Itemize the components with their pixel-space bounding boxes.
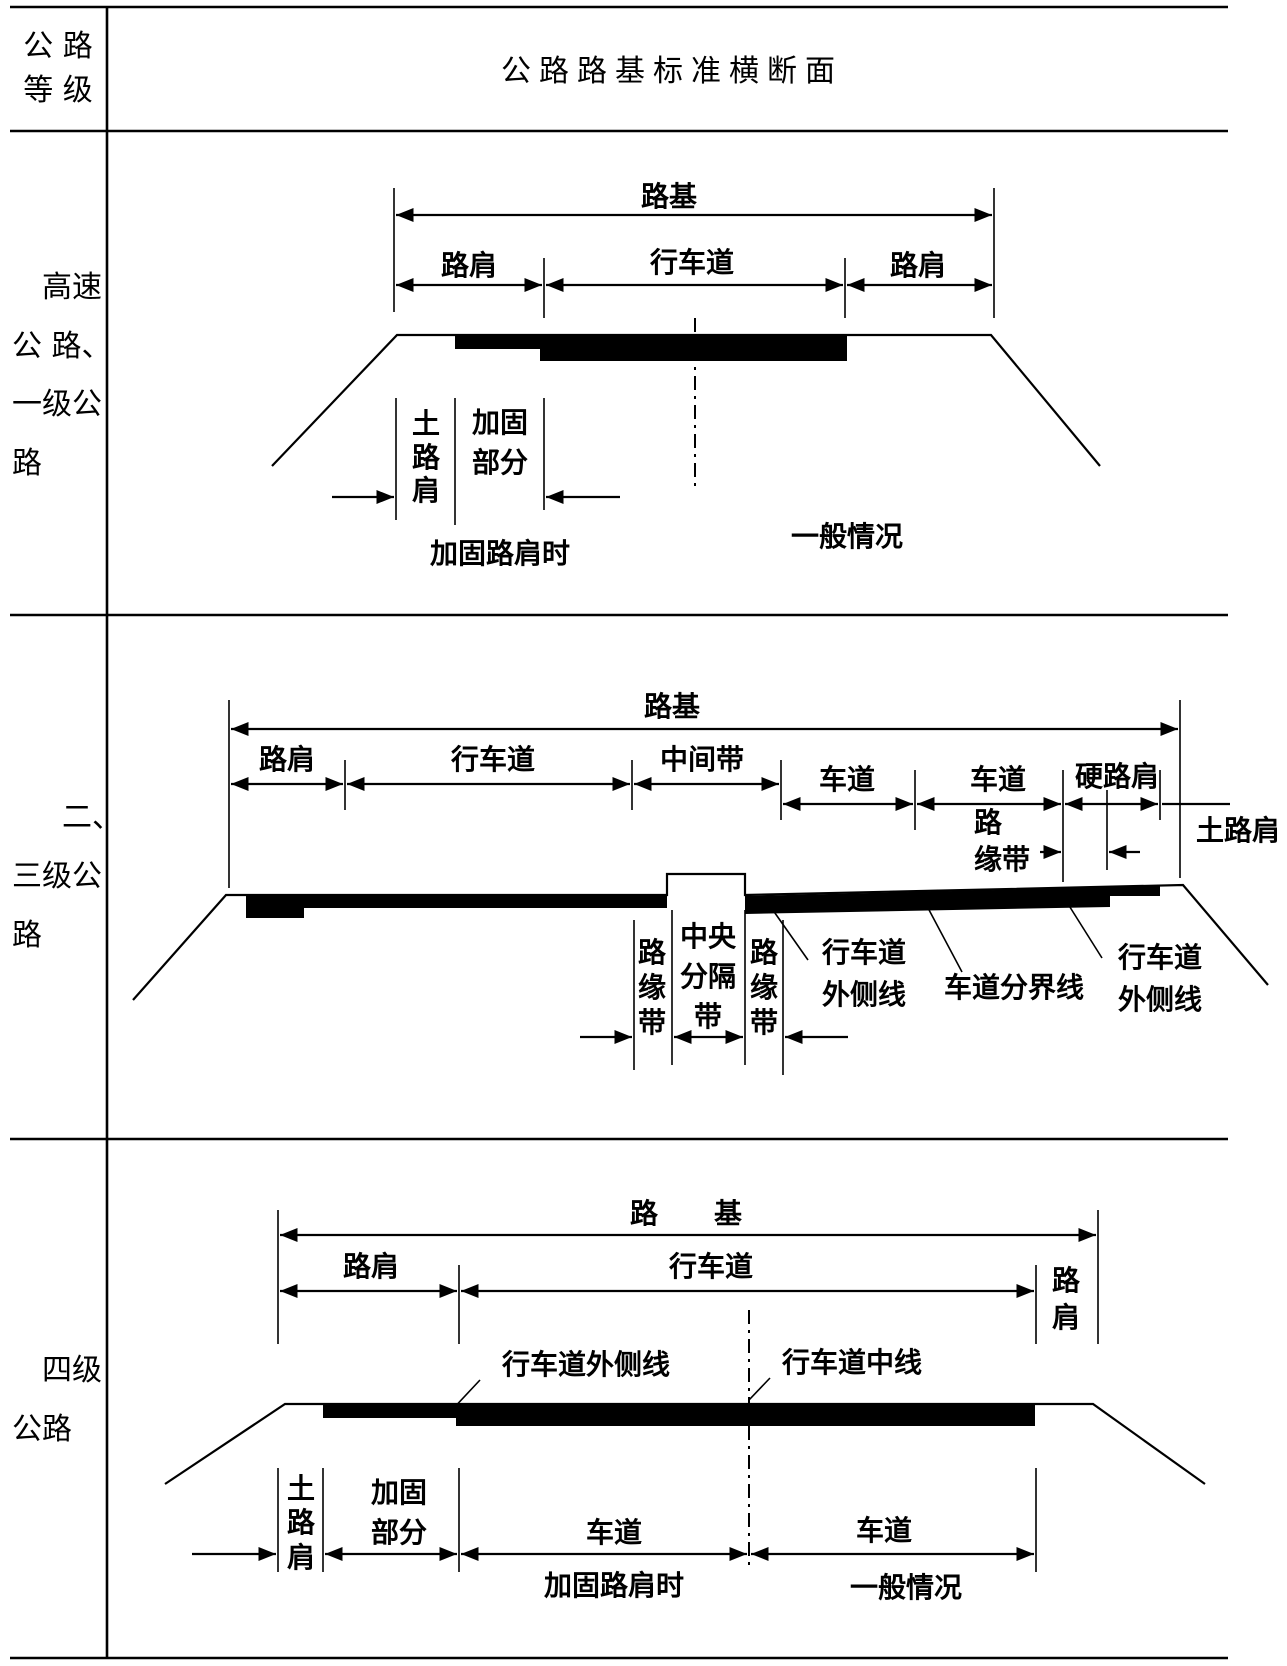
carriageway-layer — [540, 336, 847, 361]
label-lane-1: 车道 — [819, 763, 875, 796]
row-label-grade23: 二、 三级公 路 — [12, 800, 122, 953]
label-general-case: 一般情况 — [850, 1571, 962, 1604]
label-subgrade: 路基 — [641, 180, 697, 213]
diagram-label: 一级公 — [12, 387, 102, 422]
label-central-divider-3: 带 — [694, 1000, 722, 1033]
label-outer-line-2b: 外侧线 — [1118, 983, 1202, 1016]
label-edge-strip-left-1: 路 — [638, 936, 667, 969]
leader-center-line — [748, 1377, 771, 1401]
subgrade-outline — [132, 872, 1269, 1001]
diagram-label: 四级 — [42, 1353, 102, 1388]
label-median-strip: 中间带 — [660, 743, 744, 776]
label-edge-strip-right-1: 路 — [974, 806, 1003, 839]
diagram-label: 高速 — [42, 270, 102, 305]
label-reinforced-case: 加固路肩时 — [430, 537, 570, 570]
leader-lane-divider — [927, 907, 963, 973]
label-soil-shoulder-2: 路 — [287, 1506, 316, 1539]
label-soil-shoulder-3: 肩 — [287, 1541, 315, 1574]
label-outer-line-2a: 行车道 — [1117, 941, 1202, 974]
label-shoulder-right-2: 肩 — [1052, 1301, 1080, 1334]
label-hard-shoulder: 硬路肩 — [1075, 760, 1159, 793]
label-soil-shoulder: 土路肩 — [1196, 814, 1280, 847]
label-general-case: 一般情况 — [791, 520, 903, 553]
label-reinforced-2: 部分 — [371, 1516, 427, 1549]
leader-outer-line-1 — [769, 905, 809, 961]
label-subgrade: 路基 — [644, 690, 700, 723]
label-soil-shoulder-1: 土 — [287, 1472, 315, 1505]
leader-outer-line — [449, 1379, 481, 1413]
label-soil-shoulder-1: 土 — [412, 407, 440, 440]
label-shoulder-left: 路肩 — [343, 1250, 399, 1283]
label-reinforced-1: 加固 — [472, 406, 528, 439]
label-shoulder-left: 路肩 — [441, 249, 497, 282]
label-shoulder: 路肩 — [259, 743, 315, 776]
diagram-label: 路 — [12, 918, 42, 953]
label-edge-strip-left-3: 带 — [638, 1006, 666, 1039]
label-edge-strip-right-2: 缘带 — [974, 843, 1030, 876]
label-edge-strip-mid-2: 缘 — [750, 971, 778, 1004]
diagram-grade23: 路基 路肩 行车道 中间带 车道 车道 硬路肩 土路肩 路 缘带 路 缘 带 中… — [132, 690, 1280, 1075]
row-label-grade4: 四级 公路 — [12, 1353, 102, 1447]
label-carriageway: 行车道 — [450, 743, 535, 776]
diagram-grade4: 路 基 路肩 行车道 路 肩 行车道外侧线 行车道中线 土 路 肩 加固 部分 … — [164, 1197, 1206, 1604]
label-outer-line-1b: 外侧线 — [822, 978, 906, 1011]
label-central-divider-2: 分隔 — [680, 960, 736, 993]
label-outer-line-1a: 行车道 — [821, 936, 906, 969]
label-central-divider-1: 中央 — [680, 920, 737, 953]
pavement-left — [246, 896, 667, 918]
leader-outer-line-2 — [1067, 903, 1103, 959]
label-reinforced-2: 部分 — [472, 446, 528, 479]
label-lane-divider-line: 车道分界线 — [944, 971, 1084, 1004]
label-carriageway: 行车道 — [649, 246, 734, 279]
label-soil-shoulder-3: 肩 — [412, 474, 440, 507]
diagram-label: 路 — [12, 446, 42, 481]
label-lane-right: 车道 — [856, 1514, 912, 1547]
label-edge-strip-left-2: 缘 — [638, 971, 666, 1004]
label-lane-2: 车道 — [970, 763, 1026, 796]
diagram-label: 公 路、 — [12, 329, 112, 364]
label-lane-left: 车道 — [586, 1516, 642, 1549]
diagram-label: 三级公 — [12, 859, 102, 894]
label-shoulder-right-1: 路 — [1052, 1264, 1081, 1297]
label-carriageway: 行车道 — [668, 1250, 753, 1283]
diagram-expressway: 路基 路肩 行车道 路肩 土 路 肩 加固 部分 加固路肩时 一般情况 — [271, 180, 1101, 570]
table-frame — [10, 5, 1228, 1660]
section-header: 公路路基标准横断面 — [501, 54, 843, 89]
label-subgrade: 路 基 — [630, 1197, 742, 1230]
label-edge-strip-mid-1: 路 — [750, 936, 779, 969]
row-label-expressway: 高速 公 路、 一级公 路 — [12, 270, 112, 481]
table-header: 公 路 等 级 公路路基标准横断面 — [23, 29, 843, 108]
label-soil-shoulder-2: 路 — [412, 441, 441, 474]
label-reinforced-1: 加固 — [371, 1476, 427, 1509]
carriageway-layer — [456, 1405, 1035, 1426]
label-outer-line: 行车道外侧线 — [501, 1348, 670, 1381]
diagram-label: 二、 — [62, 800, 122, 835]
pavement-right — [745, 886, 1160, 914]
diagram-label: 公路 — [12, 1412, 72, 1447]
label-reinforced-case: 加固路肩时 — [544, 1569, 684, 1602]
label-edge-strip-mid-3: 带 — [750, 1006, 778, 1039]
label-shoulder-right: 路肩 — [890, 249, 946, 282]
subgrade-outline — [164, 1402, 1206, 1485]
grade-header-line2: 等 级 — [23, 73, 93, 108]
grade-header-line1: 公 路 — [23, 29, 93, 64]
subgrade-outline — [271, 333, 1101, 467]
label-center-line: 行车道中线 — [781, 1346, 922, 1379]
